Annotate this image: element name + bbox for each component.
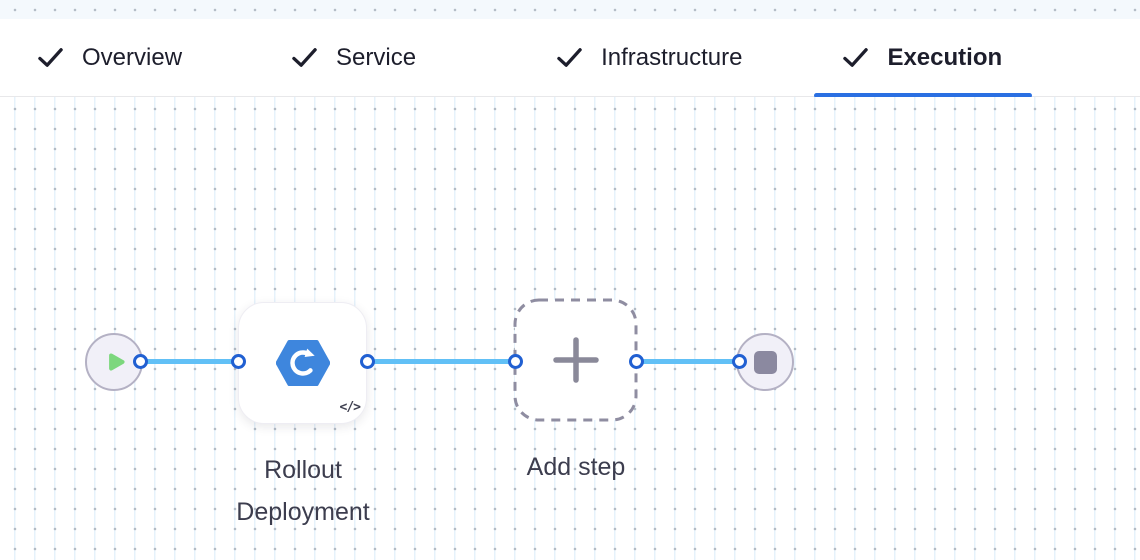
check-icon: [556, 44, 583, 71]
add-step-label: Add step: [526, 453, 626, 481]
tab-overview[interactable]: Overview: [37, 19, 182, 96]
connector-line: [367, 359, 516, 364]
connector: [360, 354, 523, 369]
port[interactable]: [732, 354, 747, 369]
plus-icon: [552, 337, 599, 383]
pipeline-start-node: [85, 333, 143, 391]
step-label-rollout-deployment: Rollout Deployment: [236, 456, 370, 526]
upper-canvas-strip: [0, 0, 1140, 19]
add-step-node[interactable]: [513, 298, 638, 422]
tab-label: Overview: [82, 43, 183, 71]
port[interactable]: [629, 354, 644, 369]
tab-label: Execution: [887, 43, 1003, 71]
connector: [629, 354, 747, 369]
port[interactable]: [508, 354, 523, 369]
active-tab-underline: [814, 93, 1033, 98]
stage-config-tabbar: Overview Service Infrastructure Executio…: [0, 19, 1140, 98]
connector-line: [636, 359, 740, 364]
code-icon: </>: [339, 400, 362, 415]
port[interactable]: [231, 354, 246, 369]
check-icon: [842, 44, 869, 71]
tab-execution[interactable]: Execution: [814, 19, 1033, 98]
check-icon: [291, 44, 318, 71]
connector: [133, 354, 246, 369]
k8s-rollout-icon: [275, 340, 330, 386]
stop-icon: [753, 350, 777, 374]
tab-label: Service: [336, 43, 417, 71]
connector-line: [140, 359, 239, 364]
tab-label: Infrastructure: [601, 43, 743, 71]
tab-service[interactable]: Service: [291, 19, 416, 96]
play-icon: [109, 353, 125, 371]
port[interactable]: [133, 354, 148, 369]
tab-infrastructure[interactable]: Infrastructure: [556, 19, 742, 96]
check-icon: [37, 44, 64, 71]
port[interactable]: [360, 354, 375, 369]
execution-graph-canvas[interactable]: </> Rollout Deployment: [0, 97, 1140, 560]
step-node-rollout-deployment[interactable]: </>: [238, 302, 367, 424]
